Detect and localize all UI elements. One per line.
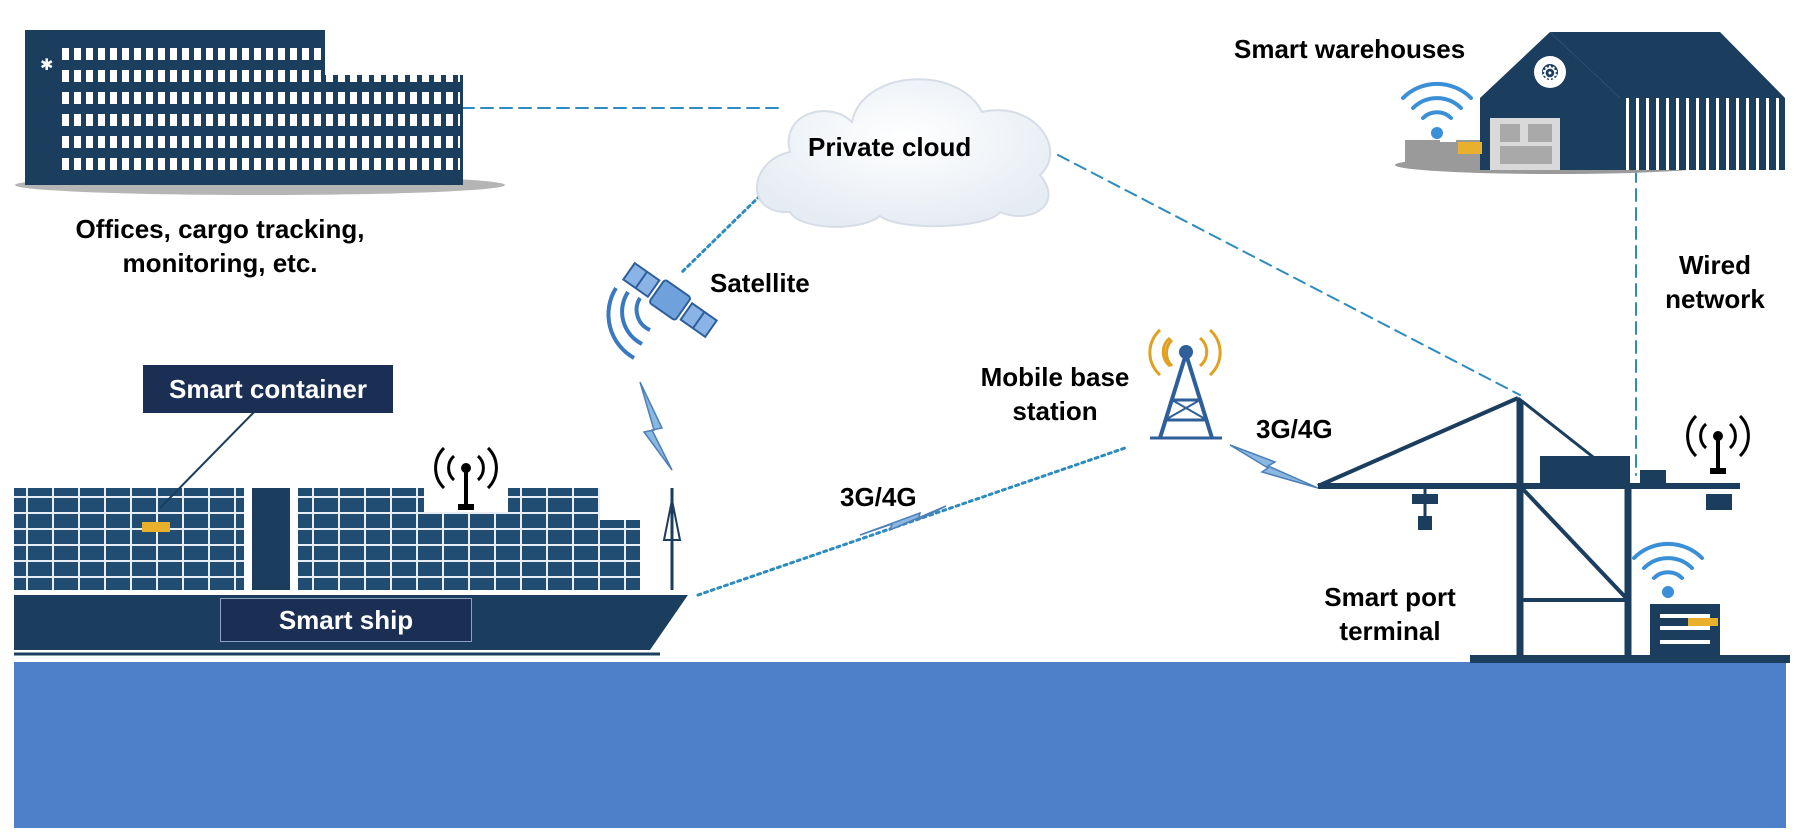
link-cloud-crane [1057,154,1521,396]
mobile-base-station-label-line1: Mobile base [980,362,1130,392]
cloud-icon [756,78,1052,228]
office-building-icon: ✱ [15,30,505,195]
smart-ship-label: Smart ship [220,598,472,642]
network-3g4g-label-right: 3G/4G [1256,414,1333,444]
wired-network-label-line1: Wired [1679,250,1751,280]
network-3g4g-label-left: 3G/4G [840,482,917,512]
wifi-icon [1632,541,1704,598]
offices-label-line2: monitoring, etc. [122,248,318,278]
wired-network-label: Wired network [1640,248,1790,316]
smart-container-label: Smart container [143,365,393,413]
radio-tower-icon [1148,328,1222,440]
warehouse-icon: ⚙ [1395,32,1785,174]
link-cloud-satellite [680,184,772,274]
sea [14,662,1786,828]
mobile-base-station-label-line2: station [1012,396,1098,426]
svg-text:⚙: ⚙ [1541,61,1559,85]
satellite-label: Satellite [710,268,810,298]
lightning-icon [639,381,1319,536]
radio-tower-icon [424,440,508,512]
smart-port-terminal-label-line2: terminal [1339,616,1441,646]
radio-tower-icon [1686,414,1750,474]
private-cloud-label: Private cloud [808,132,972,162]
offices-label: Offices, cargo tracking, monitoring, etc… [40,212,400,280]
smart-port-terminal-label-line1: Smart port [1324,582,1456,612]
offices-label-line1: Offices, cargo tracking, [75,214,365,244]
smart-port-terminal-label: Smart port terminal [1300,580,1480,648]
satellite-icon [606,261,719,360]
wired-network-label-line2: network [1665,284,1765,314]
wifi-icon [1401,81,1473,139]
smart-warehouses-label: Smart warehouses [1234,34,1466,64]
crane-icon [1317,396,1790,663]
mobile-base-station-label: Mobile base station [960,360,1150,428]
svg-text:✱: ✱ [40,55,53,74]
